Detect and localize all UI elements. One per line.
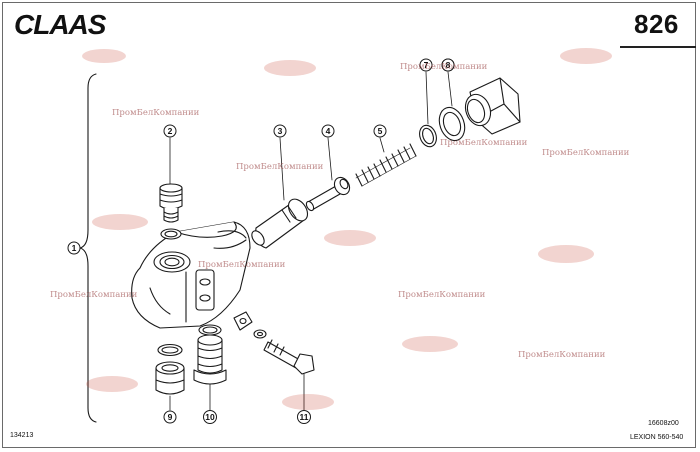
callout-10: 10	[203, 410, 217, 424]
title-rule	[620, 46, 696, 48]
watermark-text: ПромБелКомпании	[112, 108, 200, 118]
assembly-bracket	[79, 73, 97, 423]
svg-text:11: 11	[300, 412, 309, 422]
svg-text:4: 4	[326, 126, 331, 136]
callout-1: 1	[67, 241, 81, 255]
svg-text:10: 10	[205, 412, 215, 422]
svg-text:CLAAS: CLAAS	[14, 9, 107, 39]
callout-7: 7	[419, 58, 433, 72]
watermark-text: ПромБелКомпании	[518, 350, 606, 360]
callout-11: 11	[297, 410, 311, 424]
part-9-plug	[155, 343, 185, 395]
footer-model: LEXION 560-540	[630, 434, 684, 441]
part-4-piston	[305, 176, 351, 212]
claas-logo: CLAAS	[14, 9, 108, 39]
leader-lines	[169, 71, 453, 411]
callout-8: 8	[441, 58, 455, 72]
page-frame	[2, 2, 696, 448]
watermark-logo-stamps	[82, 48, 612, 410]
watermark-text: ПромБелКомпании	[542, 148, 630, 158]
watermark-text: ПромБелКомпании	[50, 290, 138, 300]
part-5-spring	[355, 143, 417, 187]
footer-drawing-code: 16608z00	[648, 420, 679, 427]
callout-9: 9	[163, 410, 177, 424]
callout-5: 5	[373, 124, 387, 138]
watermark-text: ПромБелКомпании	[440, 138, 528, 148]
part-6-plug-nut	[464, 77, 521, 135]
svg-text:1: 1	[72, 243, 77, 253]
part-10-fitting	[193, 324, 227, 385]
svg-text:7: 7	[424, 60, 429, 70]
callout-2: 2	[163, 124, 177, 138]
watermark-text: ПромБелКомпании	[400, 62, 488, 72]
valve-body	[131, 221, 251, 329]
callout-numbers: 1 2 3 4 5 6 7 8 9 10 11	[67, 58, 455, 424]
watermark-text: ПромБелКомпании	[398, 290, 486, 300]
svg-text:3: 3	[278, 126, 283, 136]
part-7-o-ring	[419, 124, 437, 148]
footer-left-code: 134213	[10, 432, 34, 439]
part-3-sleeve	[251, 198, 309, 249]
svg-text:9: 9	[168, 412, 173, 422]
page-number: 826	[634, 9, 679, 39]
part-8-seal-ring	[438, 106, 466, 142]
callout-4: 4	[321, 124, 335, 138]
watermark-text: ПромБелКомпании	[236, 162, 324, 172]
svg-text:8: 8	[446, 60, 451, 70]
part-2-fitting	[159, 183, 183, 240]
callout-3: 3	[273, 124, 287, 138]
part-11-bolt	[233, 311, 315, 375]
svg-text:2: 2	[168, 126, 173, 136]
watermark-text: ПромБелКомпании	[198, 260, 286, 270]
svg-text:5: 5	[378, 126, 383, 136]
